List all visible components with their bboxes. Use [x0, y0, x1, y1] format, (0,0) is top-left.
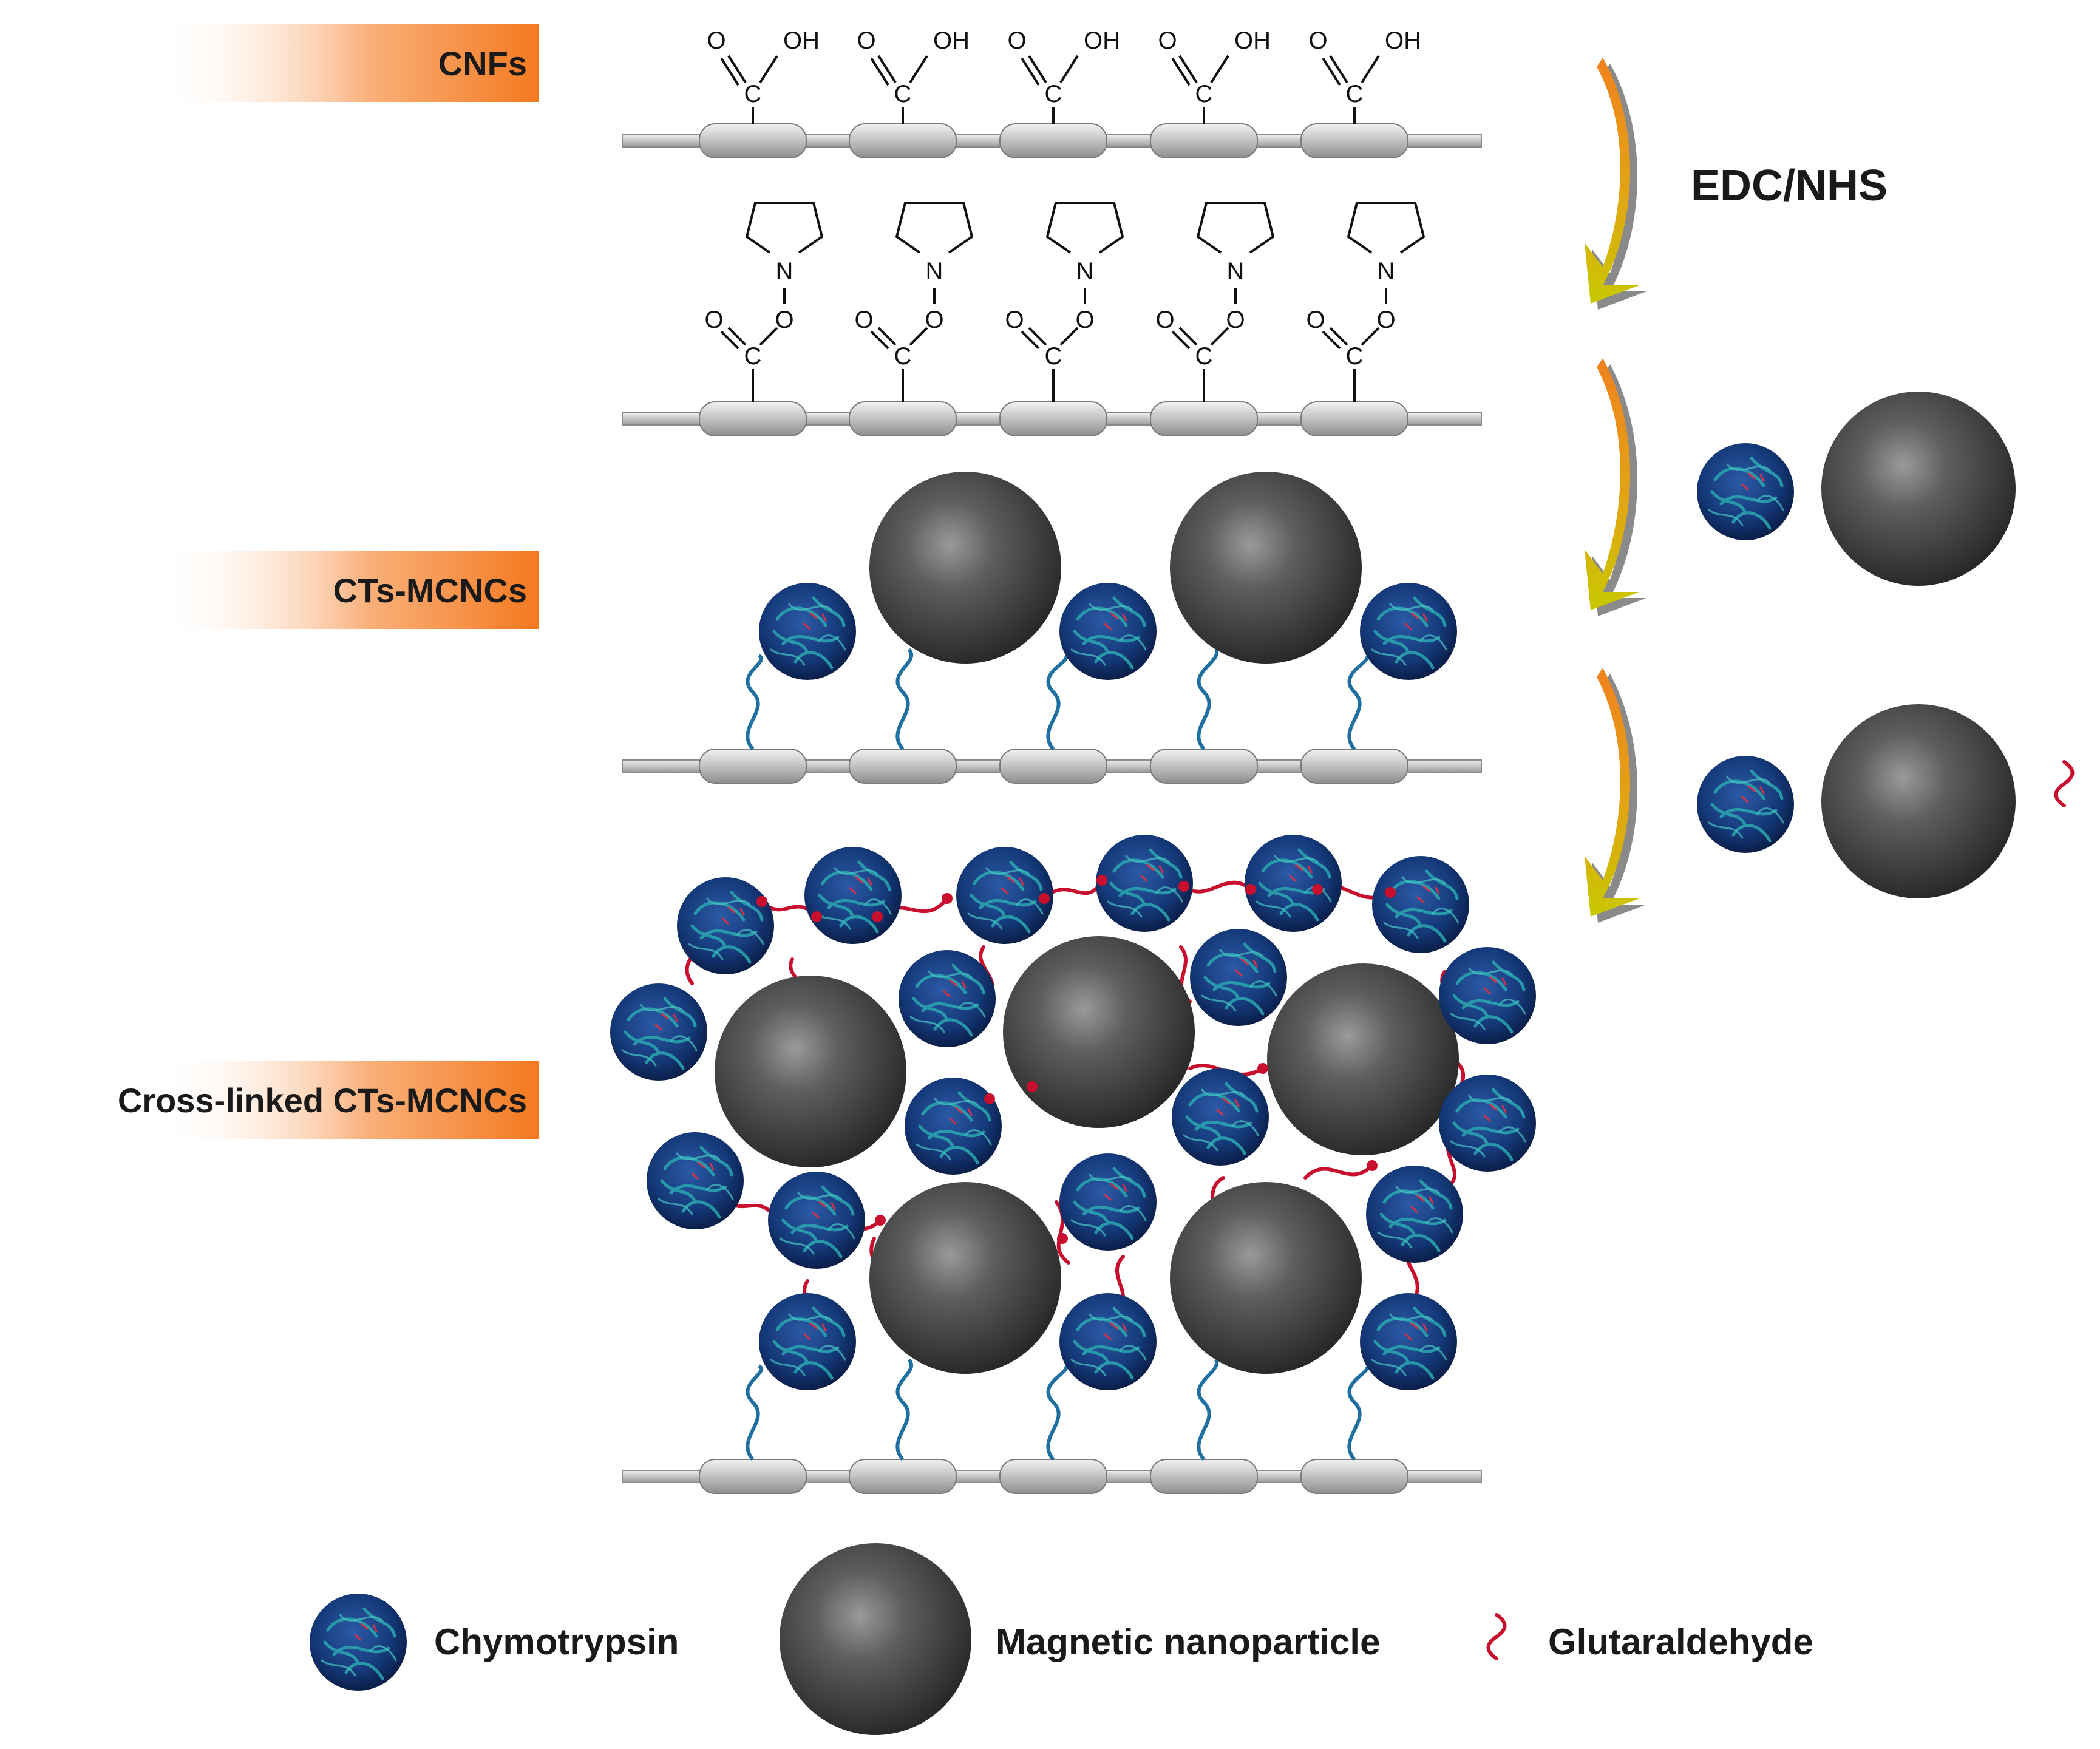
oxygen-atom: O [775, 307, 793, 333]
magnetic-nanoparticle [1170, 472, 1362, 664]
oxygen-atom: O [1075, 307, 1094, 333]
hydroxyl-group: OH [1234, 27, 1271, 54]
fiber-nhs [622, 401, 1482, 436]
oxygen-atom: O [1007, 27, 1026, 54]
legend-chymotrypsin-label: Chymotrypsin [434, 1622, 679, 1662]
hydroxyl-group: OH [933, 27, 970, 54]
linkers-row3 [746, 648, 1370, 750]
magnetic-nanoparticle-legend-icon [780, 1543, 971, 1735]
carbon-atom: C [1045, 81, 1062, 107]
carboxyl-groups: C O OH C O OH C O OH C O OH C O OH [707, 27, 1421, 124]
chymotrypsin-reagent-icon [1697, 443, 1794, 540]
carbon-atom: C [1045, 343, 1062, 370]
carbon-atom: C [894, 81, 912, 107]
hydroxyl-group: OH [783, 27, 820, 54]
nitrogen-atom: N [776, 258, 793, 285]
arrow-step-1 [1585, 58, 1646, 310]
legend-glutaraldehyde-label: Glutaraldehyde [1548, 1622, 1813, 1662]
carbon-atom: C [1195, 81, 1213, 107]
oxygen-atom: O [854, 307, 873, 333]
magnetic-nanoparticle [1267, 963, 1459, 1155]
oxygen-atom: O [1376, 307, 1395, 333]
magnetic-nanoparticle-reagent-icon [1821, 704, 2016, 898]
carbon-atom: C [1346, 81, 1364, 107]
oxygen-atom: O [1158, 27, 1177, 54]
magnetic-nanoparticle [715, 976, 906, 1167]
carbon-atom: C [744, 343, 762, 370]
glutaraldehyde-reagent-icon [2056, 762, 2073, 806]
magnetic-nanoparticle [1003, 936, 1195, 1128]
oxygen-atom: O [1005, 307, 1024, 333]
glutaraldehyde-legend-icon [1489, 1615, 1505, 1659]
nitrogen-atom: N [1076, 258, 1094, 285]
stage-label-crosslinked: Cross-linked CTs-MCNCs [118, 1081, 527, 1119]
magnetic-nanoparticle-reagent-icon [1821, 392, 2016, 586]
fiber-crosslinked [622, 1459, 1482, 1494]
oxygen-atom: O [857, 27, 875, 54]
stage-label-cnfs: CNFs [438, 44, 527, 83]
oxygen-atom: O [704, 307, 723, 333]
chymotrypsin [1059, 583, 1157, 680]
nitrogen-atom: N [926, 258, 943, 285]
fiber-cnfs [622, 123, 1482, 158]
reagent-label: EDC/NHS [1691, 161, 1888, 210]
arrow-step-2 [1585, 358, 1646, 616]
carbon-atom: C [744, 81, 762, 107]
hydroxyl-group: OH [1385, 27, 1421, 54]
arrow-step-3 [1585, 668, 1646, 923]
magnetic-nanoparticle [869, 472, 1061, 664]
oxygen-atom: O [1308, 27, 1327, 54]
chymotrypsin-reagent-icon [1697, 756, 1794, 853]
stage-label-ctsmcncs: CTs-MCNCs [333, 571, 527, 610]
nitrogen-atom: N [1378, 258, 1395, 285]
magnetic-nanoparticle [1170, 1182, 1362, 1374]
magnetic-nanoparticle [869, 1182, 1061, 1374]
linkers-row4 [746, 1358, 1370, 1461]
chymotrypsin [759, 583, 856, 680]
oxygen-atom: O [925, 307, 943, 333]
legend-magnetic-label: Magnetic nanoparticle [996, 1622, 1380, 1662]
oxygen-atom: O [707, 27, 725, 54]
oxygen-atom: O [1306, 307, 1325, 333]
oxygen-atom: O [1155, 307, 1174, 333]
hydroxyl-group: OH [1084, 27, 1120, 54]
chymotrypsin-legend-icon [310, 1594, 407, 1691]
chymotrypsin [1360, 583, 1457, 680]
fiber-ctsmcncs [622, 749, 1482, 784]
carbon-atom: C [894, 343, 912, 370]
oxygen-atom: O [1226, 307, 1245, 333]
nitrogen-atom: N [1227, 258, 1245, 285]
carbon-atom: C [1195, 343, 1213, 370]
legend: Chymotrypsin Magnetic nanoparticle Gluta… [310, 1543, 1813, 1735]
carbon-atom: C [1346, 343, 1364, 370]
